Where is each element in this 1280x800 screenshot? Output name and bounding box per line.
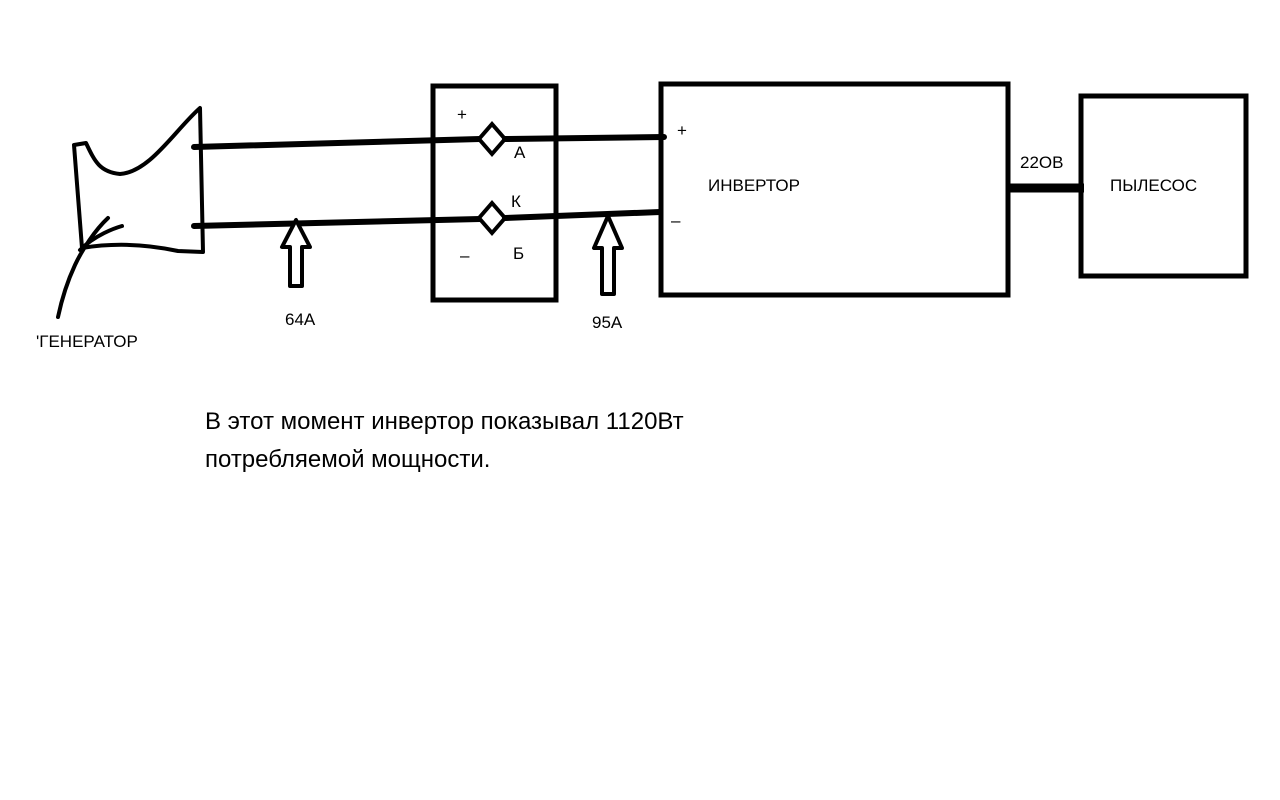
inverter-minus-sign: – bbox=[671, 211, 681, 230]
load-label: ПЫЛЕСОС bbox=[1110, 176, 1197, 195]
terminal-b-label: Б bbox=[513, 244, 524, 263]
terminal-a-diamond bbox=[476, 120, 508, 158]
terminal-k-label: К bbox=[511, 192, 521, 211]
output-voltage-label: 22ОВ bbox=[1020, 153, 1063, 172]
positive-wire-in bbox=[191, 136, 483, 150]
inverter-plus-sign: + bbox=[677, 121, 687, 140]
negative-wire-out bbox=[502, 209, 663, 221]
measurement-note: В этот момент инвертор показывал 1120Вт … bbox=[205, 403, 845, 479]
load-box bbox=[1078, 93, 1249, 279]
terminal-b-diamond bbox=[476, 199, 508, 237]
junction-minus-sign: – bbox=[460, 246, 470, 265]
generator-icon bbox=[56, 106, 205, 319]
current-in-label: 64А bbox=[285, 310, 316, 329]
junction-box bbox=[430, 83, 559, 303]
current-out-label: 95А bbox=[592, 313, 623, 332]
arrow-up-icon bbox=[592, 214, 624, 296]
negative-wire-in bbox=[191, 216, 483, 229]
arrow-up-icon bbox=[280, 218, 312, 288]
inverter-label: ИНВЕРТОР bbox=[708, 176, 800, 195]
generator-label: 'ГЕНЕРАТОР bbox=[36, 332, 138, 351]
positive-wire-out bbox=[502, 134, 667, 142]
note-line-2: потребляемой мощности. bbox=[205, 446, 491, 473]
junction-plus-sign: + bbox=[457, 105, 467, 124]
note-line-1: В этот момент инвертор показывал 1120Вт bbox=[205, 408, 684, 435]
terminal-a-label: А bbox=[514, 143, 526, 162]
